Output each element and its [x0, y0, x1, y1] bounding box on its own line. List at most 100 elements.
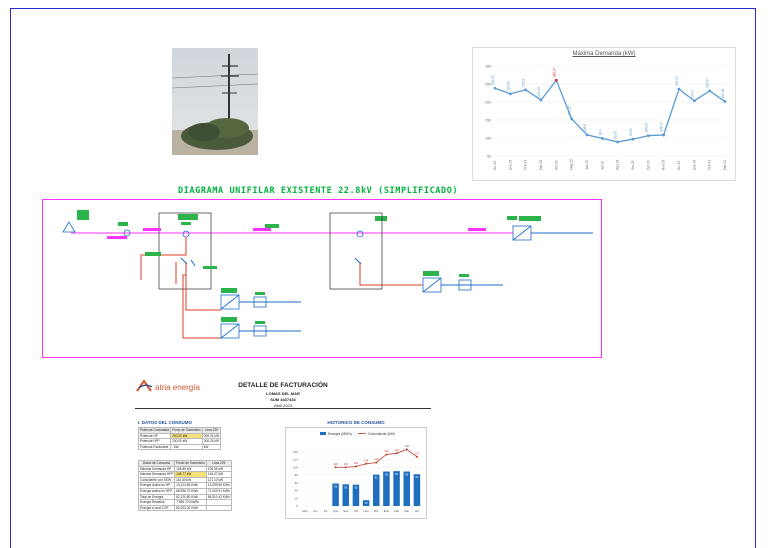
cell: 13,099.59 KWh: [205, 482, 232, 489]
x-tick-label: Jul-23: [600, 161, 604, 170]
bar-label: 89: [385, 473, 388, 477]
table-row: Potencia HFP 200.00 kW 206.24 kW: [137, 438, 222, 445]
data-label: 98.9: [598, 129, 602, 135]
y-tick-label: 140: [293, 450, 298, 454]
cell: Energía Activa en HFP: [137, 488, 176, 495]
data-label: 230.97: [706, 78, 710, 88]
data-point: [524, 88, 528, 92]
line-point: [365, 462, 368, 465]
data-label: 106.52: [644, 123, 648, 133]
supply-number: SUM 4407433: [270, 397, 296, 402]
bar: [372, 474, 380, 506]
data-label: 203.2: [690, 90, 694, 98]
line-point: [375, 461, 378, 464]
x-tick-label: Ago-23: [616, 159, 620, 170]
x-tick-label: May-23: [570, 159, 574, 170]
cell: 84,510.43 KWh: [205, 493, 232, 501]
data-point: [677, 87, 681, 91]
power-pole-photo: [172, 48, 258, 155]
bar-label: 58: [334, 485, 337, 489]
bar-label: 81: [375, 476, 378, 480]
x-tick-label: Set-23: [631, 160, 635, 170]
data-point: [631, 137, 635, 141]
cell: 71,009.91 KWh: [205, 488, 232, 495]
data-point: [662, 133, 666, 137]
x-tick-label: Jun: [313, 509, 318, 513]
data-point: [539, 98, 543, 102]
y-tick-label: 200: [485, 101, 491, 105]
line-point: [344, 466, 347, 469]
x-tick-label: Feb-24: [708, 160, 712, 170]
divider: [135, 408, 431, 409]
col-header: Punto de Suministro: [174, 460, 207, 467]
col-header: Potencia Contratada: [137, 427, 172, 434]
x-tick-label: Jul: [323, 509, 327, 513]
bar-label: 82: [415, 475, 418, 479]
y-tick-label: 300: [485, 65, 491, 69]
data-point: [692, 99, 696, 103]
cell: [205, 499, 232, 506]
data-point: [646, 134, 650, 138]
cell: Coincidente con SEIN: [137, 476, 176, 484]
bar-label: 90: [395, 472, 398, 476]
x-tick-label: Ene: [384, 509, 390, 513]
y-tick-label: 60: [295, 481, 299, 485]
data-label: 233.8: [522, 79, 526, 87]
x-tick-label: Ene-23: [508, 159, 512, 170]
y-tick-label: 80: [295, 473, 299, 477]
cell: 206.24 kW: [201, 432, 222, 440]
line-label: 100: [333, 462, 338, 466]
x-tick-label: Oct-23: [646, 160, 650, 170]
history-plot: Energía (MWh)Coincidente (kW)14012010080…: [293, 432, 422, 513]
chart-title: Máxima Demanda (kW): [572, 51, 636, 57]
x-tick-label: Abr: [415, 509, 420, 513]
line-point: [334, 466, 337, 469]
legend-label: Coincidente (kW): [368, 432, 395, 436]
y-tick-label: 100: [293, 465, 298, 469]
y-tick-label: 0: [296, 504, 298, 508]
bar: [332, 483, 339, 506]
table-row: Potencia Facturable - kW kW: [137, 443, 222, 451]
cell: Energía a nivel DSF: [137, 504, 176, 512]
data-label: 96.69: [629, 128, 633, 136]
series-line: [494, 79, 726, 143]
bar-label: 15: [365, 501, 368, 505]
cell: - kW: [170, 443, 203, 451]
bar: [342, 484, 350, 506]
data-label: 108.47: [660, 122, 664, 132]
cell: Máxima Demanda HFP: [137, 471, 176, 478]
line-label: 146: [405, 444, 410, 448]
col-header: Lima 229: [201, 427, 222, 434]
cell: Potencia HP: [137, 432, 172, 440]
x-tick-label: Mar: [404, 509, 409, 513]
data-label: 238.21: [491, 75, 495, 85]
line-label: 102: [354, 461, 359, 465]
line-label: 100: [344, 462, 349, 466]
logo-text: atria energía: [155, 383, 200, 392]
line-label: 127: [415, 451, 420, 455]
data-label: 153.16: [568, 106, 572, 116]
cell: Energía Activa en HP: [137, 482, 176, 489]
col-header: Lima 229: [205, 460, 232, 467]
diagram-title: DIAGRAMA UNIFILAR EXISTENTE 22.8kV (SIMP…: [178, 186, 459, 196]
bar: [352, 484, 360, 506]
line-point: [405, 448, 408, 451]
x-tick-label: Oct: [354, 509, 359, 513]
cell: [205, 504, 232, 512]
max-demand-plot: 30025020015010050238.21Dic-22222.62Ene-2…: [485, 65, 727, 171]
page-frame: [10, 8, 756, 548]
data-label: 222.62: [506, 81, 510, 91]
billing-detail: atria energía DETALLE DE FACTURACIÓN LOM…: [135, 375, 431, 523]
data-label: 235.93: [675, 76, 679, 86]
cell: Potencia Facturable: [137, 443, 172, 451]
x-tick-label: Mar-24: [723, 160, 727, 170]
y-tick-label: 100: [485, 137, 491, 141]
cell: 105.95 kW: [205, 465, 232, 473]
bar-label: 89: [405, 473, 408, 477]
line-point: [354, 465, 357, 468]
x-tick-label: Abr-23: [554, 160, 558, 170]
consumption-data-table: Datos de Consumo Punto de Suministro Lim…: [137, 460, 232, 512]
